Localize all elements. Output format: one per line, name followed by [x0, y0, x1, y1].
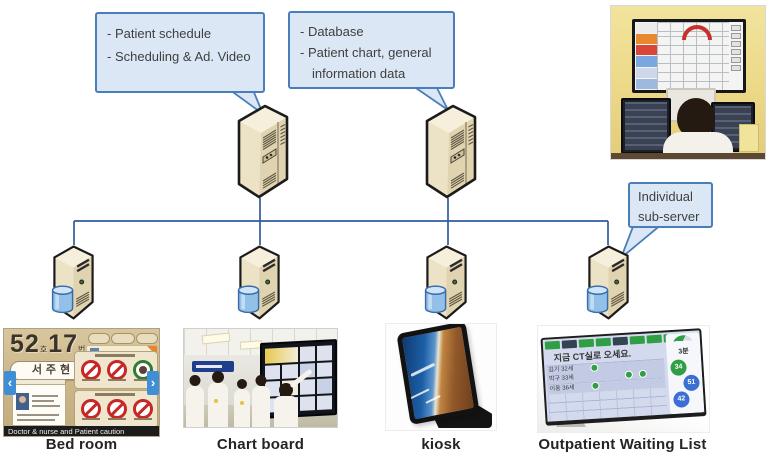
side-buttons — [729, 22, 743, 90]
doctor-figure — [208, 371, 228, 427]
boutonniere-flower — [214, 399, 218, 403]
wall-display — [632, 19, 746, 93]
bedroom-label: Bed room — [45, 436, 118, 453]
wave-streak — [410, 388, 430, 400]
sub-server-chartboard-icon — [234, 242, 285, 322]
room-number: 52 — [10, 330, 40, 358]
room-bed-number: 52호17번 — [10, 330, 86, 359]
waiting-list-screen: 지금 CT실로 오세요. 김기 32세 박구 33세 이동 36세 3분 34 … — [540, 328, 707, 426]
callout-individual-sub-server: Individual sub-server — [628, 182, 713, 228]
chartboard-label: Chart board — [216, 436, 305, 453]
desk-papers — [739, 124, 759, 152]
scheduling-server-icon — [229, 101, 293, 201]
wait-circle-badge: 51 — [683, 374, 700, 392]
schedule-color-rows — [635, 22, 657, 90]
red-arc-graphic — [682, 25, 712, 40]
callout-line: - Patient schedule — [107, 26, 212, 41]
pointing-person-figure — [274, 383, 298, 427]
patient-info-card — [12, 384, 66, 426]
wait-gauge-value: 3분 — [678, 347, 689, 356]
doctor-figure — [234, 379, 250, 427]
nav-left-arrow-icon: ‹ — [4, 371, 16, 395]
callout-line: - Scheduling & Ad. Video — [107, 49, 251, 64]
wait-circle-badge: 34 — [670, 359, 688, 377]
patient-photo-thumb — [16, 393, 29, 410]
top-pill-button — [136, 333, 158, 344]
outpatient-label: Outpatient Waiting List — [538, 436, 707, 453]
network-bus — [73, 198, 609, 245]
schedule-grid — [657, 22, 729, 90]
wave-streak — [410, 362, 436, 377]
admission-caution-panel — [74, 351, 158, 389]
sub-server-outpatient-icon — [583, 242, 634, 322]
top-pill-button — [88, 333, 110, 344]
callout-tails — [227, 85, 665, 261]
database-server-icon — [417, 101, 481, 201]
callout-line: - Database — [300, 24, 364, 39]
wait-time-panel: 3분 34 51 42 — [665, 332, 705, 415]
outpatient-display-photo: 지금 CT실로 오세요. 김기 32세 박구 33세 이동 36세 3분 34 … — [537, 325, 710, 433]
wall-display-screen — [635, 22, 743, 90]
kiosk-photo — [385, 323, 497, 431]
kiosk-label: kiosk — [421, 436, 461, 453]
callout-patient-schedule: - Patient schedule - Scheduling & Ad. Vi… — [95, 12, 265, 93]
no-phone-icon — [133, 399, 153, 420]
callout-line: - Patient chart, general information dat… — [300, 45, 432, 81]
control-room-photo — [610, 5, 766, 160]
no-camera-icon — [107, 399, 127, 420]
doctor-figure — [186, 375, 204, 427]
no-smoking-icon — [81, 360, 101, 381]
no-food-icon — [107, 360, 127, 381]
waiting-table: 김기 32세 박구 33세 이동 36세 — [546, 358, 668, 422]
wait-circle-badge: 42 — [673, 391, 690, 408]
top-pill-button — [111, 333, 135, 344]
ceiling-lamp — [239, 340, 263, 350]
nav-right-arrow-icon: › — [147, 371, 159, 395]
boutonniere-flower — [240, 401, 244, 405]
sub-server-bedroom-icon — [48, 242, 99, 322]
corridor-sign — [192, 361, 234, 372]
wave-streak — [425, 394, 441, 404]
doctor-figure — [252, 375, 270, 427]
desk-front — [611, 153, 765, 159]
operator-head — [677, 98, 715, 138]
caption-bar: Doctor & nurse and Patient caution — [4, 426, 159, 436]
callout-database: - Database - Patient chart, general info… — [288, 11, 455, 89]
bed-number: 17 — [48, 330, 78, 358]
bed-suffix: 번 — [78, 345, 87, 354]
sub-server-kiosk-icon — [421, 242, 472, 322]
chartboard-photo — [183, 328, 338, 428]
wait-gauge — [671, 334, 695, 347]
bedroom-display-photo: 52호17번 서주현 — [3, 328, 160, 437]
no-thermometer-icon — [81, 399, 101, 420]
desk-monitor-left — [621, 98, 671, 154]
room-suffix: 호 — [39, 345, 49, 354]
ward-caution-panel — [74, 390, 158, 428]
kiosk-screen — [396, 324, 480, 426]
